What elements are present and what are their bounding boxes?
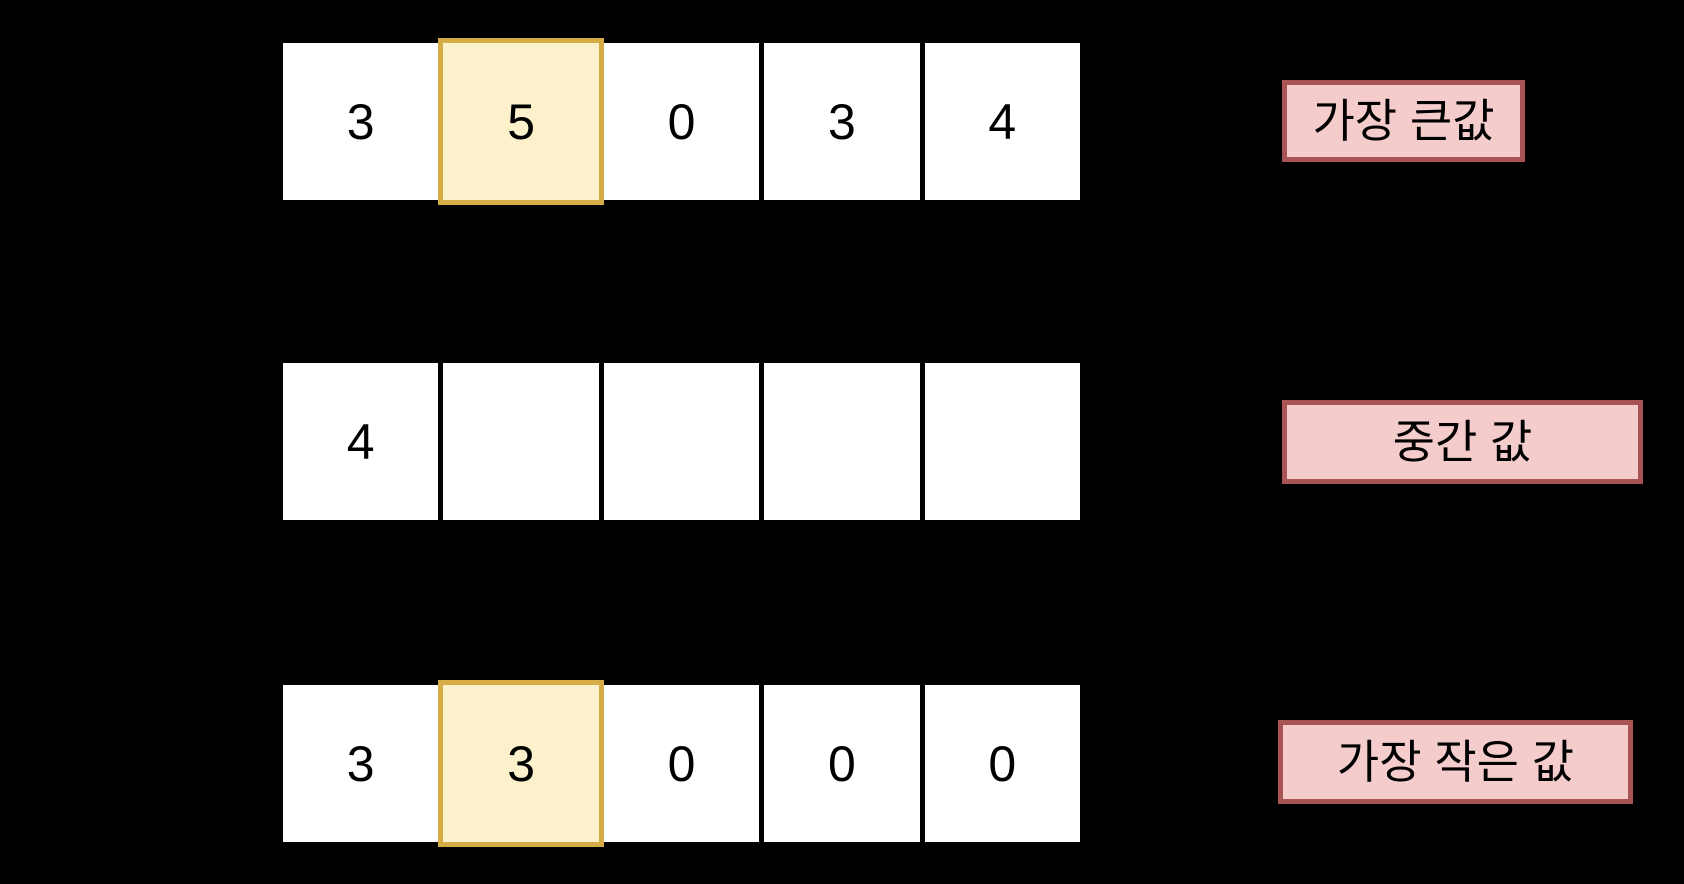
array-cell-highlighted: 5 xyxy=(438,38,604,205)
array-cell: 3 xyxy=(283,43,439,200)
array-cell: 3 xyxy=(759,43,920,200)
array-cell-empty xyxy=(919,363,1081,520)
label-smallest-value: 가장 작은 값 xyxy=(1278,720,1633,804)
array-cell-empty xyxy=(438,363,599,520)
array-cell: 0 xyxy=(759,685,920,842)
array-cell: 4 xyxy=(283,363,439,520)
array-row-max: 3 5 0 3 4 xyxy=(283,38,1081,205)
label-largest-value: 가장 큰값 xyxy=(1282,80,1525,162)
array-cell: 3 xyxy=(283,685,439,842)
array-cell: 0 xyxy=(603,43,760,200)
array-cell: 0 xyxy=(603,685,760,842)
array-row-min: 3 3 0 0 0 xyxy=(283,680,1081,847)
array-cell: 4 xyxy=(919,43,1081,200)
label-middle-value: 중간 값 xyxy=(1282,400,1643,484)
array-row-middle: 4 xyxy=(283,363,1081,520)
array-cell: 0 xyxy=(919,685,1081,842)
array-cell-highlighted: 3 xyxy=(438,680,604,847)
array-cell-empty xyxy=(759,363,920,520)
array-cell-empty xyxy=(598,363,760,520)
